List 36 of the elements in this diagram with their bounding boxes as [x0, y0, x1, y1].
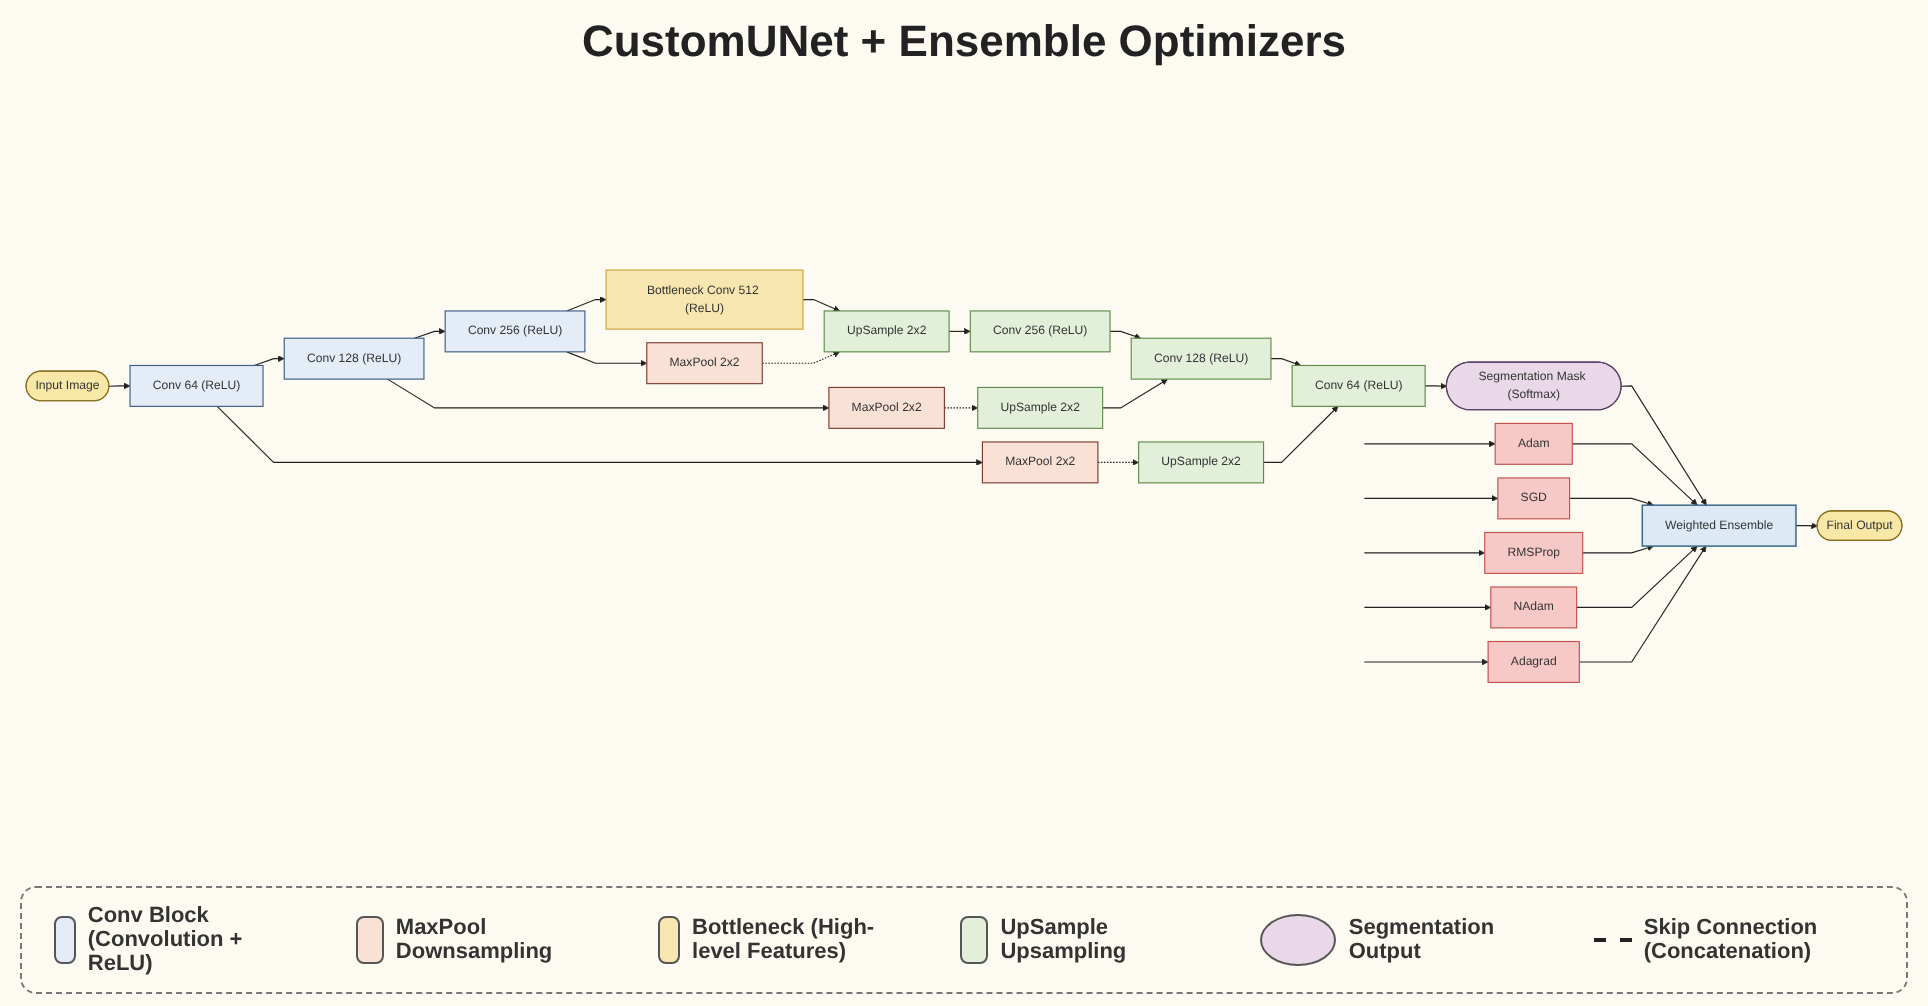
- arrow: [253, 356, 285, 367]
- arrow: [1109, 331, 1142, 341]
- legend-text: Bottleneck (High-level Features): [692, 916, 877, 964]
- arrow: [1578, 546, 1707, 664]
- arrow: [1576, 546, 1698, 609]
- arrow: [1571, 444, 1698, 507]
- arrow: [1097, 459, 1139, 467]
- arrow: [216, 406, 983, 467]
- arrow: [386, 379, 830, 412]
- arrow: [1363, 604, 1492, 612]
- legend-text: Segmentation Output: [1348, 916, 1497, 964]
- arrow: [948, 328, 971, 336]
- arrow: [108, 383, 131, 390]
- arrow: [566, 352, 648, 368]
- arrow: [1582, 545, 1654, 555]
- arrow: [1263, 406, 1339, 464]
- arrow: [1270, 358, 1302, 368]
- arrow: [1569, 498, 1654, 508]
- arrow: [761, 351, 840, 365]
- legend-text: Conv Block (Convolution + ReLU): [87, 904, 245, 976]
- arrow: [1363, 495, 1499, 503]
- arrow: [1795, 523, 1818, 530]
- arrow: [413, 328, 446, 340]
- legend-text: MaxPool Downsampling: [395, 916, 555, 964]
- arrow: [1620, 386, 1707, 507]
- diagram-title: CustomUNet + Ensemble Optimizers: [581, 16, 1347, 68]
- arrow: [802, 299, 840, 313]
- arrow: [1363, 659, 1489, 667]
- arrow: [566, 297, 607, 313]
- arrow: [1363, 441, 1496, 448]
- legend-text: Skip Connection (Concatenation): [1643, 916, 1820, 964]
- arrow: [1102, 379, 1168, 410]
- arrow: [943, 405, 978, 412]
- arrow: [1363, 550, 1486, 557]
- legend-text: UpSample Upsampling: [1000, 916, 1129, 964]
- arrow: [1424, 383, 1448, 391]
